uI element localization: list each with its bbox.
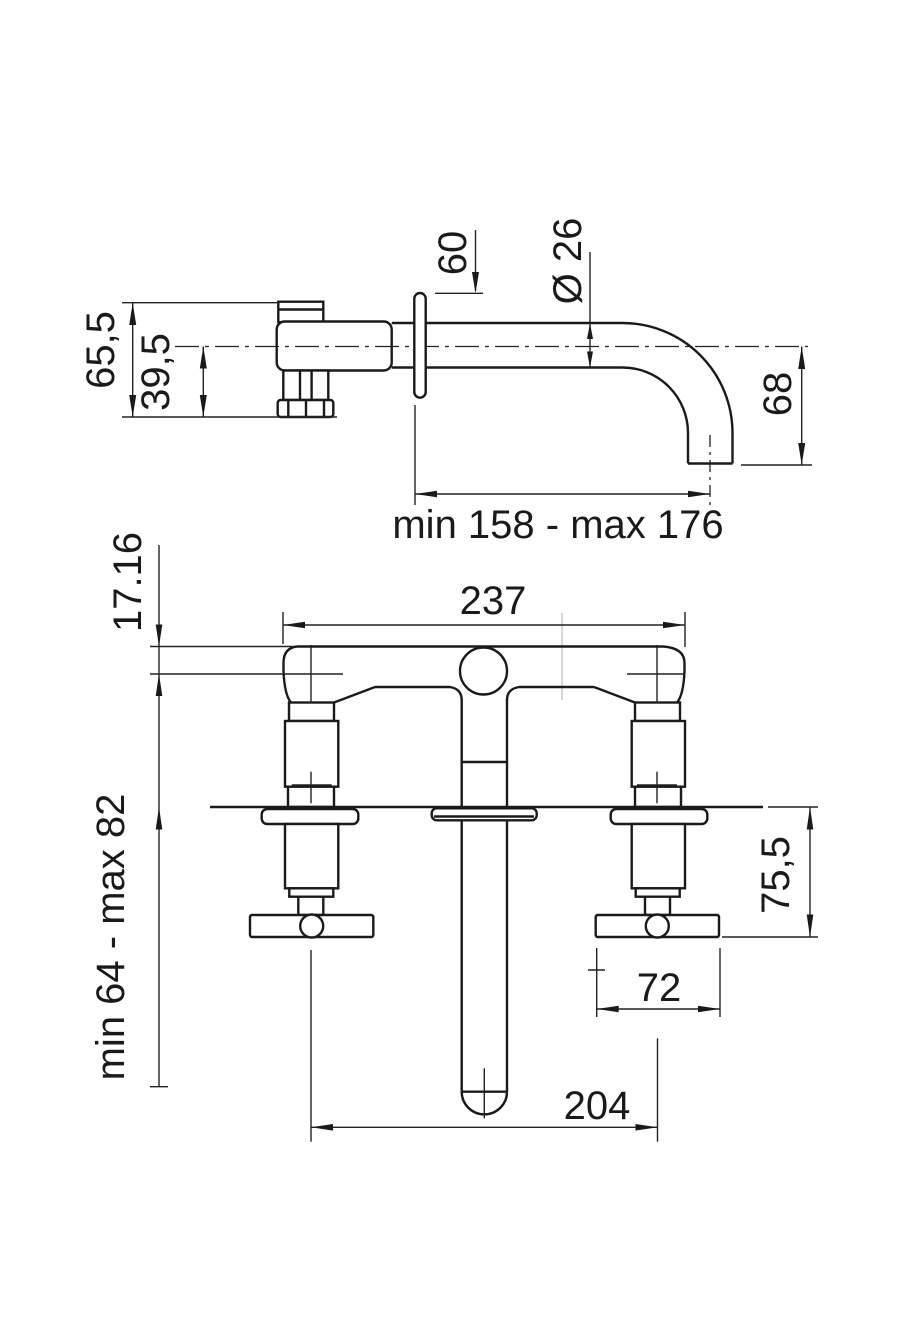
valve-cap — [277, 300, 325, 324]
center-spout-lower — [460, 820, 509, 1119]
mixer-bar — [282, 645, 686, 704]
dim-flange-diameter: 60 — [431, 230, 483, 294]
dim-label-bar-width: 237 — [460, 579, 527, 623]
left-handle — [248, 822, 375, 939]
right-handle — [594, 822, 721, 939]
dim-install-depth: min 64 - max 82 — [89, 794, 168, 1088]
valve-body — [275, 300, 393, 419]
dim-label-handle-height: 75,5 — [754, 836, 798, 914]
dim-label-axis-height: 39,5 — [134, 333, 178, 411]
dim-label-flange-diameter: 60 — [431, 231, 475, 276]
left-handle-hub — [299, 913, 325, 939]
dim-label-install-depth: min 64 - max 82 — [89, 794, 133, 1081]
center-spout-upper — [458, 646, 509, 810]
dim-label-axis-spacing: 204 — [564, 1084, 631, 1128]
dim-drop-height: 68 — [741, 346, 812, 466]
dim-bar-width: 237 — [282, 579, 686, 647]
dim-handle-width: 72 — [588, 948, 721, 1017]
wall-flange — [413, 291, 427, 399]
dim-axis-height: 39,5 — [134, 333, 207, 417]
dim-label-total-height: 65,5 — [79, 311, 123, 389]
center-flange — [430, 807, 538, 822]
dim-label-handle-width: 72 — [637, 966, 682, 1010]
left-flange — [260, 807, 360, 826]
side-view: 60 Ø 26 65,5 39,5 — [79, 218, 812, 547]
dim-label-drop-height: 68 — [756, 372, 800, 417]
spout-curve — [391, 321, 734, 507]
right-flange — [609, 807, 709, 826]
dim-label-bar-offset: 17.16 — [106, 532, 150, 632]
dim-spout-diameter: Ø 26 — [546, 218, 593, 368]
dim-axis-spacing: 204 — [310, 950, 659, 1142]
dim-total-height: 65,5 — [79, 302, 337, 418]
valve-lower-block — [282, 369, 330, 402]
right-handle-hub — [644, 913, 670, 939]
spout-base-circle — [458, 646, 509, 696]
dim-label-spout-diameter: Ø 26 — [546, 218, 590, 305]
dim-handle-height: 75,5 — [722, 807, 818, 938]
front-view: 237 17.16 min 64 - max 82 75,5 — [89, 532, 818, 1142]
dim-reach: min 158 - max 176 — [392, 405, 724, 547]
dim-label-reach: min 158 - max 176 — [392, 503, 723, 547]
valve-main-body — [275, 320, 393, 372]
right-valve-column — [630, 701, 687, 809]
